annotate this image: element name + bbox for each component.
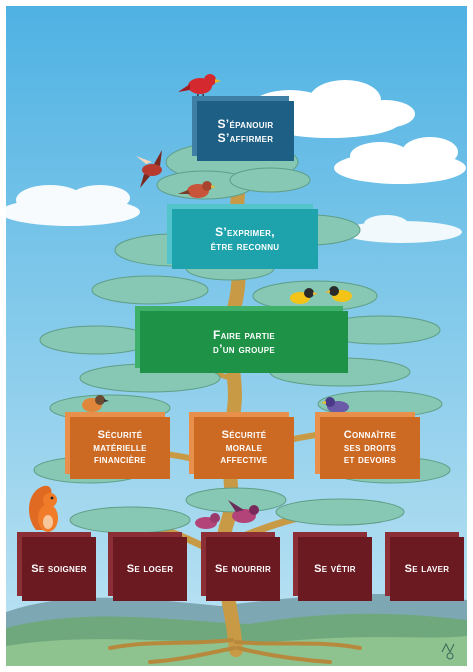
level-2-label: S’exprimer, être reconnu	[210, 224, 280, 253]
level-5-box-se-nourrir: Se nourrir	[201, 532, 280, 601]
level-4-label: Connaître ses droits et devoirs	[343, 428, 397, 467]
cloud	[334, 137, 466, 184]
level-5-label: Se loger	[126, 562, 174, 575]
pink-bird-icon	[195, 513, 220, 529]
yellow-bird-icon	[290, 288, 318, 304]
level-5-box-se-vetir: Se vêtir	[293, 532, 372, 601]
level-4-label: Sécurité matérielle financière	[93, 428, 147, 467]
pink-bird-icon	[228, 500, 259, 523]
squirrel-icon	[29, 485, 58, 532]
level-2-box: S’exprimer, être reconnu	[167, 204, 318, 269]
level-4-box-material-security: Sécurité matérielle financière	[65, 412, 170, 479]
level-4-label: Sécurité morale affective	[220, 428, 268, 467]
level-4-box-moral-security: Sécurité morale affective	[189, 412, 294, 479]
flying-bird-icon	[136, 150, 162, 188]
level-5-label: Se nourrir	[214, 562, 272, 575]
cloud	[0, 185, 140, 226]
tree-roots	[108, 638, 362, 664]
level-5-label: Se soigner	[31, 562, 87, 575]
red-bird-icon	[178, 74, 221, 103]
level-5-box-se-loger: Se loger	[108, 532, 187, 601]
cloud	[342, 215, 462, 243]
yellow-bird-icon	[325, 286, 352, 302]
robin-icon	[82, 395, 109, 412]
level-5-label: Se laver	[404, 562, 450, 575]
signature-mark	[441, 642, 455, 660]
level-5-box-se-soigner: Se soigner	[17, 532, 96, 601]
level-1-box: S’épanouir S’affirmer	[192, 96, 294, 161]
level-1-label: S’épanouir S’affirmer	[217, 116, 274, 145]
blue-bird-icon	[321, 397, 349, 413]
level-4-box-know-rights: Connaître ses droits et devoirs	[315, 412, 420, 479]
level-3-label: Faire partie d’un groupe	[212, 327, 276, 356]
level-3-box: Faire partie d’un groupe	[135, 306, 348, 373]
level-5-label: Se vêtir	[314, 562, 356, 575]
sparrow-icon	[178, 181, 216, 198]
level-5-box-se-laver: Se laver	[385, 532, 464, 601]
